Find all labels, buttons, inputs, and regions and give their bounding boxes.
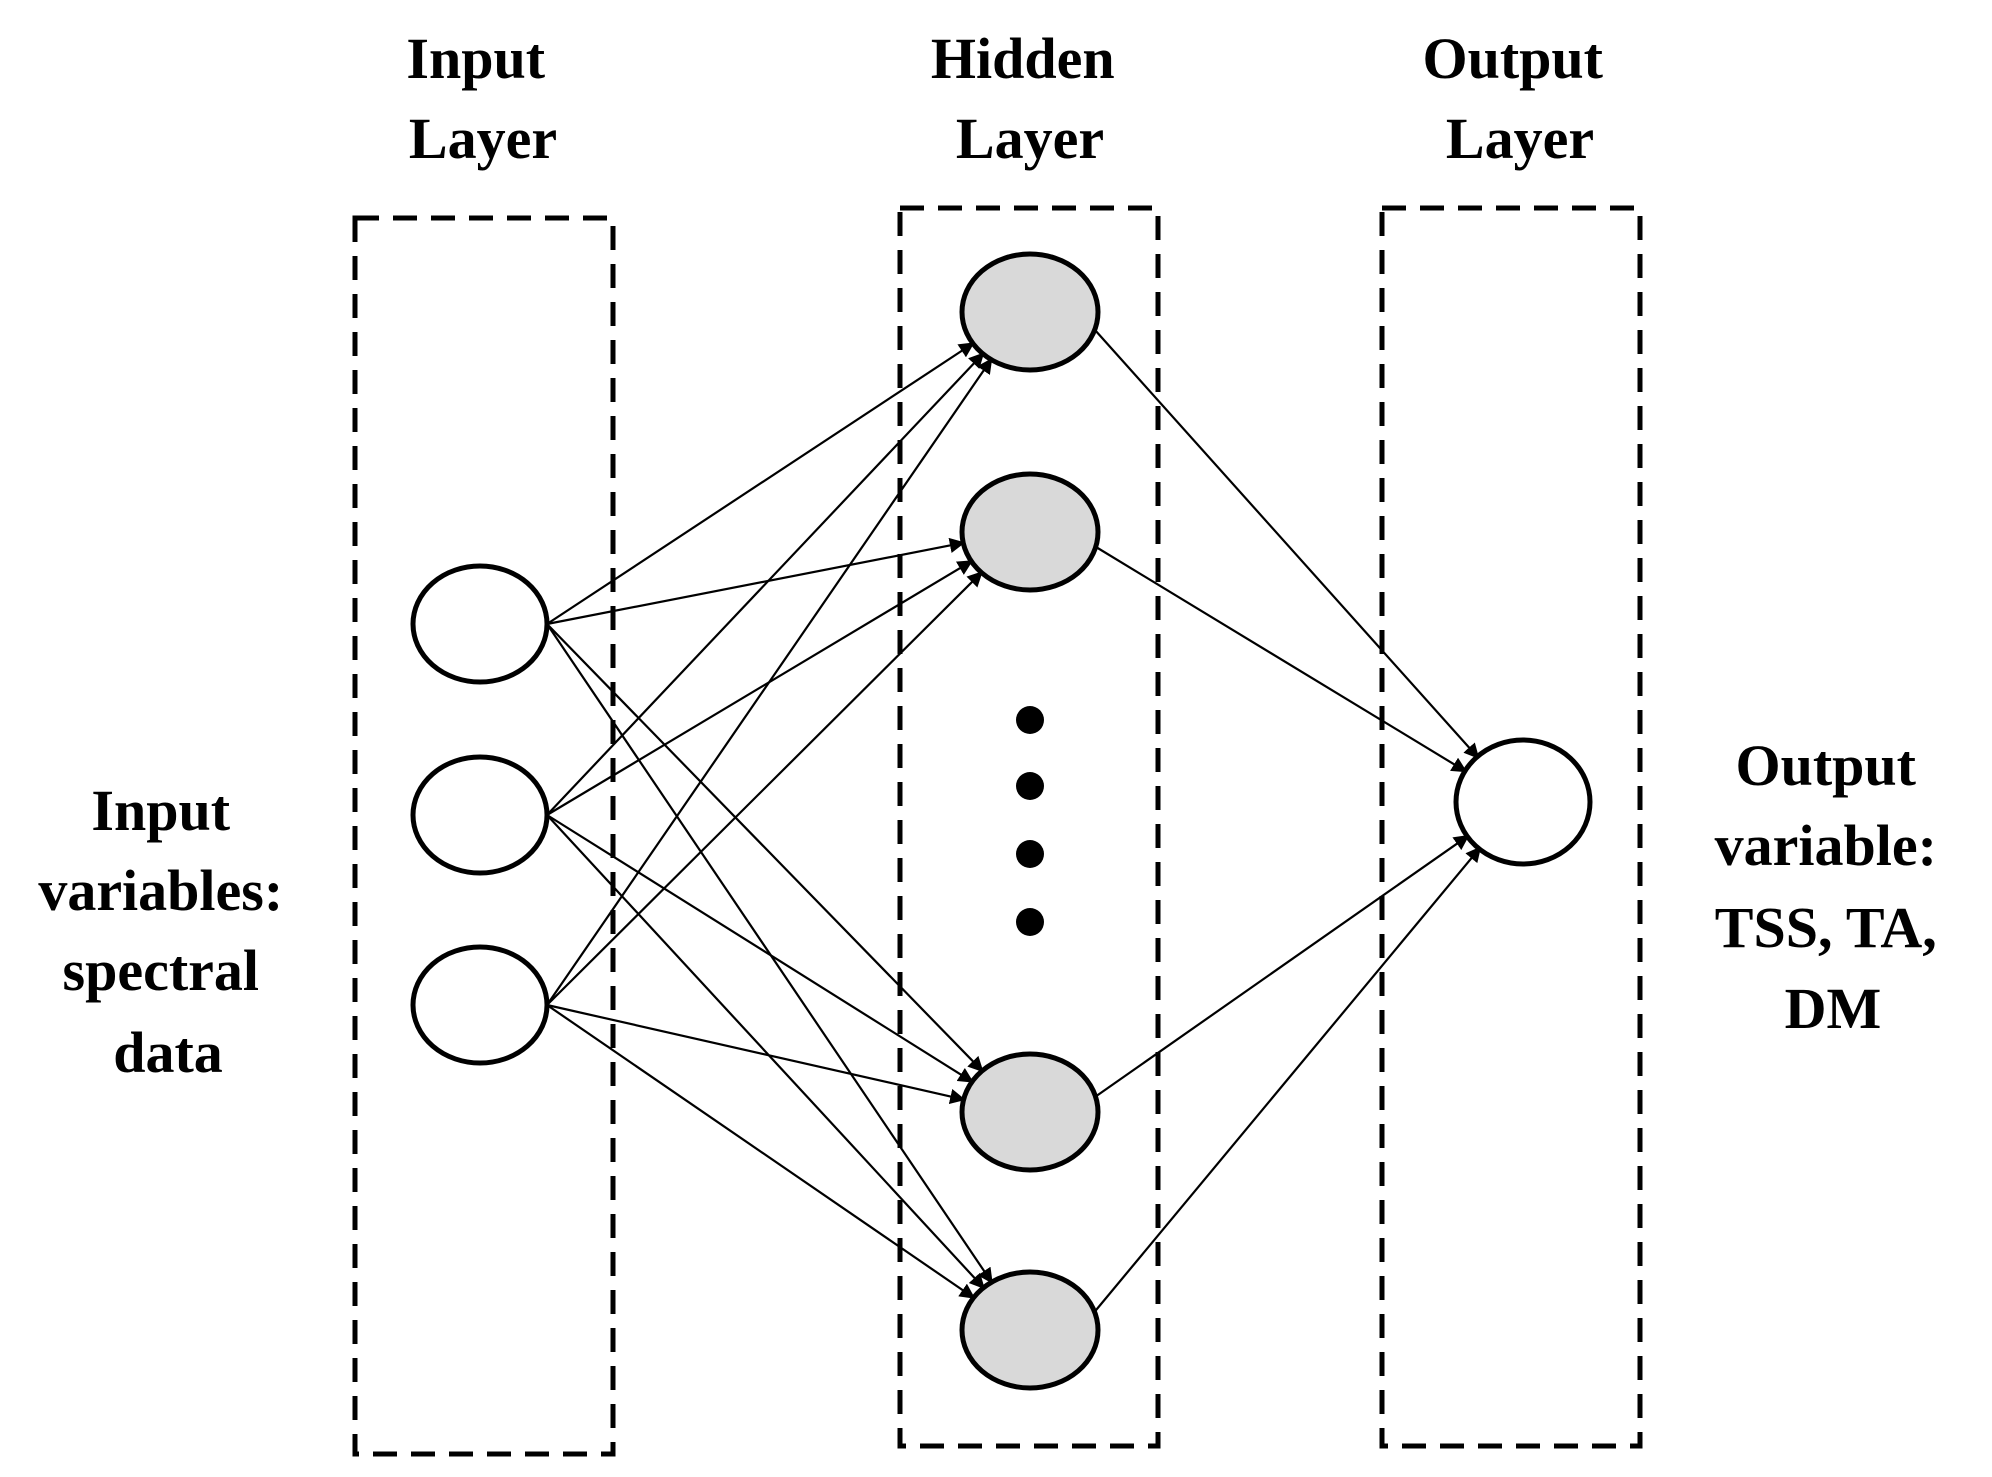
ellipsis-dot-3 xyxy=(1016,840,1044,868)
output-layer-title-line2: Layer xyxy=(1446,106,1594,171)
hidden-node-1 xyxy=(959,251,1101,373)
hidden-layer-title: Hidden Layer xyxy=(931,26,1129,171)
input-layer-title: Input Layer xyxy=(406,26,559,171)
hidden-layer-title-line2: Layer xyxy=(956,106,1104,171)
nodes xyxy=(410,251,1593,1391)
output-node-1 xyxy=(1453,737,1593,867)
connection-input2-hidden1 xyxy=(546,351,986,816)
output-variable-line4: DM xyxy=(1785,976,1882,1041)
connections xyxy=(546,321,1483,1321)
hidden-node-2 xyxy=(959,471,1101,593)
output-variable-label: Output variable: TSS, TA, DM xyxy=(1715,733,1952,1041)
connection-input3-hidden4 xyxy=(546,1004,976,1300)
ellipsis-dot-1 xyxy=(1016,706,1044,734)
output-layer-title: Output Layer xyxy=(1422,26,1617,171)
hidden-node-3 xyxy=(959,1051,1101,1173)
connection-input3-hidden2 xyxy=(546,570,984,1006)
hidden-layer-box xyxy=(897,205,1161,1449)
connection-input2-hidden3 xyxy=(546,814,975,1084)
connection-hidden3-output xyxy=(1087,834,1471,1103)
connection-hidden4-output xyxy=(1086,845,1483,1321)
output-variable-line2: variable: xyxy=(1715,813,1937,878)
connection-input1-hidden3 xyxy=(546,623,985,1073)
input-layer-title-line1: Input xyxy=(406,26,545,91)
hidden-layer-title-line1: Hidden xyxy=(931,26,1115,91)
connection-hidden2-output xyxy=(1087,541,1468,774)
output-layer-box xyxy=(1379,205,1643,1449)
connection-hidden1-output xyxy=(1086,321,1481,760)
input-node-3 xyxy=(410,944,550,1066)
input-layer-box xyxy=(352,215,616,1457)
connection-input3-hidden1 xyxy=(546,357,994,1006)
ellipsis-dot-2 xyxy=(1016,772,1044,800)
ellipsis-dot-4 xyxy=(1016,908,1044,936)
input-variables-line4: data xyxy=(113,1020,223,1085)
connection-input2-hidden2 xyxy=(546,559,974,816)
input-node-1 xyxy=(410,563,550,685)
output-layer-title-line1: Output xyxy=(1422,26,1603,91)
connection-input1-hidden1 xyxy=(546,341,976,625)
input-variables-line2: variables: xyxy=(38,858,283,923)
output-variable-line1: Output xyxy=(1735,733,1916,798)
hidden-layer-ellipsis xyxy=(1016,706,1044,936)
input-variables-label: Input variables: spectral data xyxy=(38,778,297,1085)
connection-input2-hidden4 xyxy=(546,814,986,1290)
input-variables-line1: Input xyxy=(91,778,230,843)
connection-input1-hidden2 xyxy=(546,537,966,626)
output-variable-line3: TSS, TA, xyxy=(1715,895,1937,960)
input-layer-title-line2: Layer xyxy=(409,106,557,171)
input-variables-line3: spectral xyxy=(63,938,260,1003)
hidden-node-4 xyxy=(959,1269,1101,1391)
connection-input3-hidden3 xyxy=(546,1003,966,1104)
input-node-2 xyxy=(410,754,550,876)
